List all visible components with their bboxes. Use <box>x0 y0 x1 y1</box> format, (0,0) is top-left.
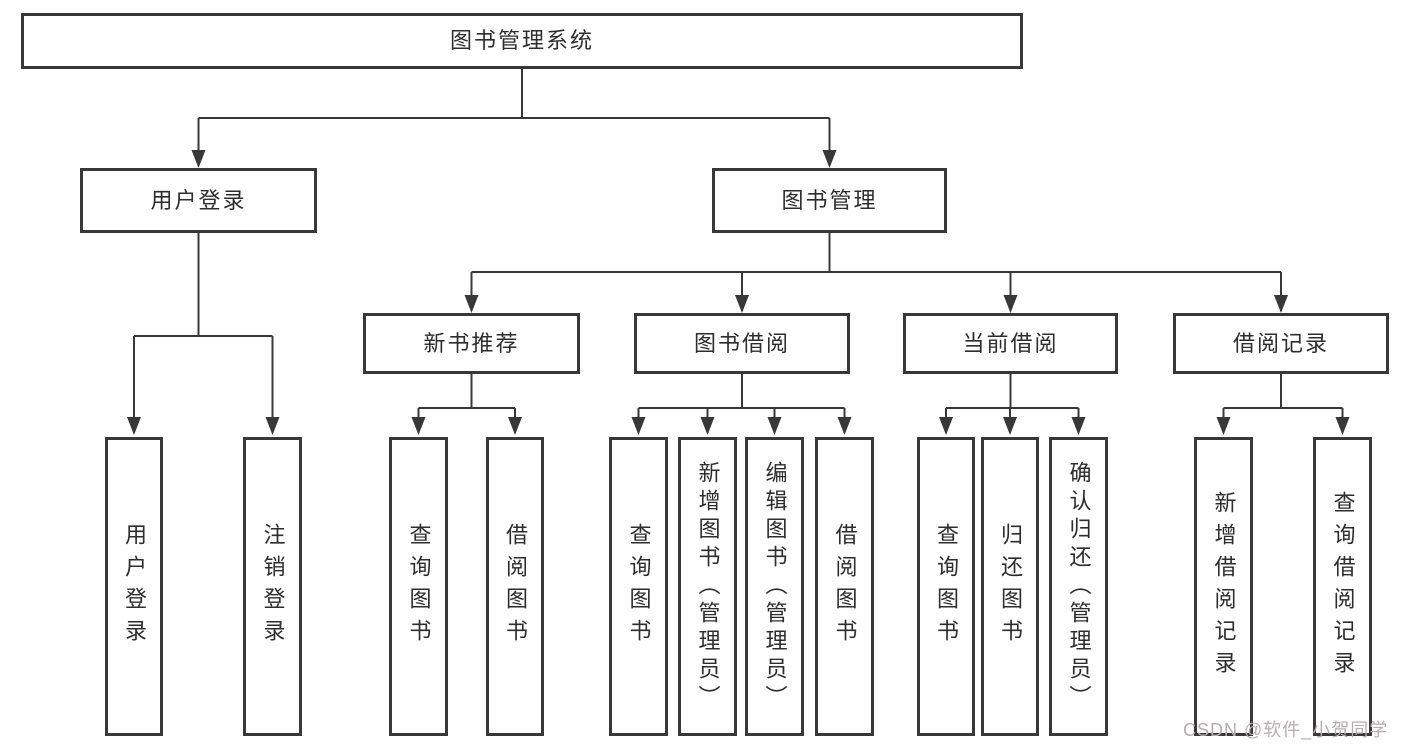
node-library-system: 图书管理系统 <box>21 13 1023 69</box>
leaf-add-borrow-record: 新增借阅记录 <box>1194 437 1253 736</box>
node-new-book-recommend: 新书推荐 <box>363 313 580 374</box>
leaf-logout: 注销登录 <box>243 437 302 736</box>
leaf-query-books-recommend-label: 查询图书 <box>406 522 432 651</box>
node-book-management-label: 图书管理 <box>781 187 878 213</box>
leaf-query-books-borrowing: 查询图书 <box>609 437 668 736</box>
leaf-add-books-admin: 新增图书（管理员） <box>678 437 737 736</box>
node-new-book-recommend-label: 新书推荐 <box>423 330 520 356</box>
leaf-logout-label: 注销登录 <box>260 522 286 651</box>
leaf-add-borrow-record-label: 新增借阅记录 <box>1211 490 1237 683</box>
leaf-query-books-borrowing-label: 查询图书 <box>626 522 652 651</box>
leaf-edit-books-admin: 编辑图书（管理员） <box>745 437 804 736</box>
leaf-add-books-admin-label: 新增图书（管理员） <box>695 460 721 713</box>
node-book-borrowing-label: 图书借阅 <box>693 330 790 356</box>
leaf-confirm-return-admin-label: 确认归还（管理员） <box>1066 460 1092 713</box>
leaf-confirm-return-admin: 确认归还（管理员） <box>1049 437 1108 736</box>
leaf-query-borrow-record: 查询借阅记录 <box>1313 437 1372 736</box>
leaf-borrow-books-label: 借阅图书 <box>832 522 858 651</box>
node-borrowing-records: 借阅记录 <box>1173 313 1389 374</box>
leaf-query-books-current-label: 查询图书 <box>934 522 959 651</box>
leaf-borrow-books: 借阅图书 <box>815 437 874 736</box>
node-current-borrowing-label: 当前借阅 <box>962 330 1059 356</box>
leaf-query-borrow-record-label: 查询借阅记录 <box>1330 490 1356 683</box>
leaf-edit-books-admin-label: 编辑图书（管理员） <box>762 460 788 713</box>
node-user-login-label: 用户登录 <box>150 187 247 213</box>
leaf-user-login: 用户登录 <box>105 437 163 736</box>
node-borrowing-records-label: 借阅记录 <box>1232 330 1329 356</box>
leaf-query-books-current: 查询图书 <box>917 437 975 736</box>
leaf-query-books-recommend: 查询图书 <box>389 437 448 736</box>
node-book-management: 图书管理 <box>712 168 947 233</box>
node-current-borrowing: 当前借阅 <box>903 313 1118 374</box>
leaf-return-books: 归还图书 <box>981 437 1039 736</box>
node-library-system-label: 图书管理系统 <box>449 28 594 53</box>
leaf-user-login-label: 用户登录 <box>122 522 147 651</box>
leaf-borrow-books-recommend-label: 借阅图书 <box>503 522 528 651</box>
node-user-login: 用户登录 <box>80 168 317 233</box>
watermark: CSDN @软件_小贺同学 <box>1183 720 1389 740</box>
node-book-borrowing: 图书借阅 <box>634 313 850 374</box>
leaf-borrow-books-recommend: 借阅图书 <box>486 437 544 736</box>
leaf-return-books-label: 归还图书 <box>998 522 1023 651</box>
